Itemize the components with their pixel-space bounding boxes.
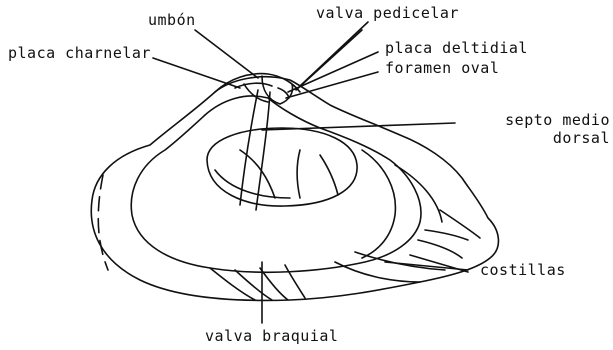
leader-placa-deltidial <box>288 52 378 92</box>
label-placa-charnelar: placa charnelar <box>8 45 151 62</box>
label-valva-braquial: valva braquial <box>205 328 338 345</box>
label-septo-medio-line2: dorsal <box>553 130 610 147</box>
shell-inner-outline <box>131 96 421 272</box>
leader-umbon <box>195 30 258 78</box>
shell-dashed-edge <box>98 175 108 270</box>
rib <box>285 265 305 298</box>
septum-pillar <box>240 90 270 210</box>
rib <box>235 270 272 300</box>
label-costillas: costillas <box>480 262 566 279</box>
label-placa-deltidial: placa deltidial <box>385 40 528 57</box>
leader-septo-medio <box>262 123 455 130</box>
central-opening <box>207 128 357 206</box>
label-valva-pedicelar: valva pedicelar <box>316 5 459 22</box>
leader-placa-charnelar <box>153 58 240 88</box>
label-umbon: umbón <box>148 12 196 29</box>
label-foramen-oval: foramen oval <box>385 60 499 77</box>
rib <box>210 268 255 300</box>
label-septo-medio-line1: septo medio <box>505 112 610 129</box>
